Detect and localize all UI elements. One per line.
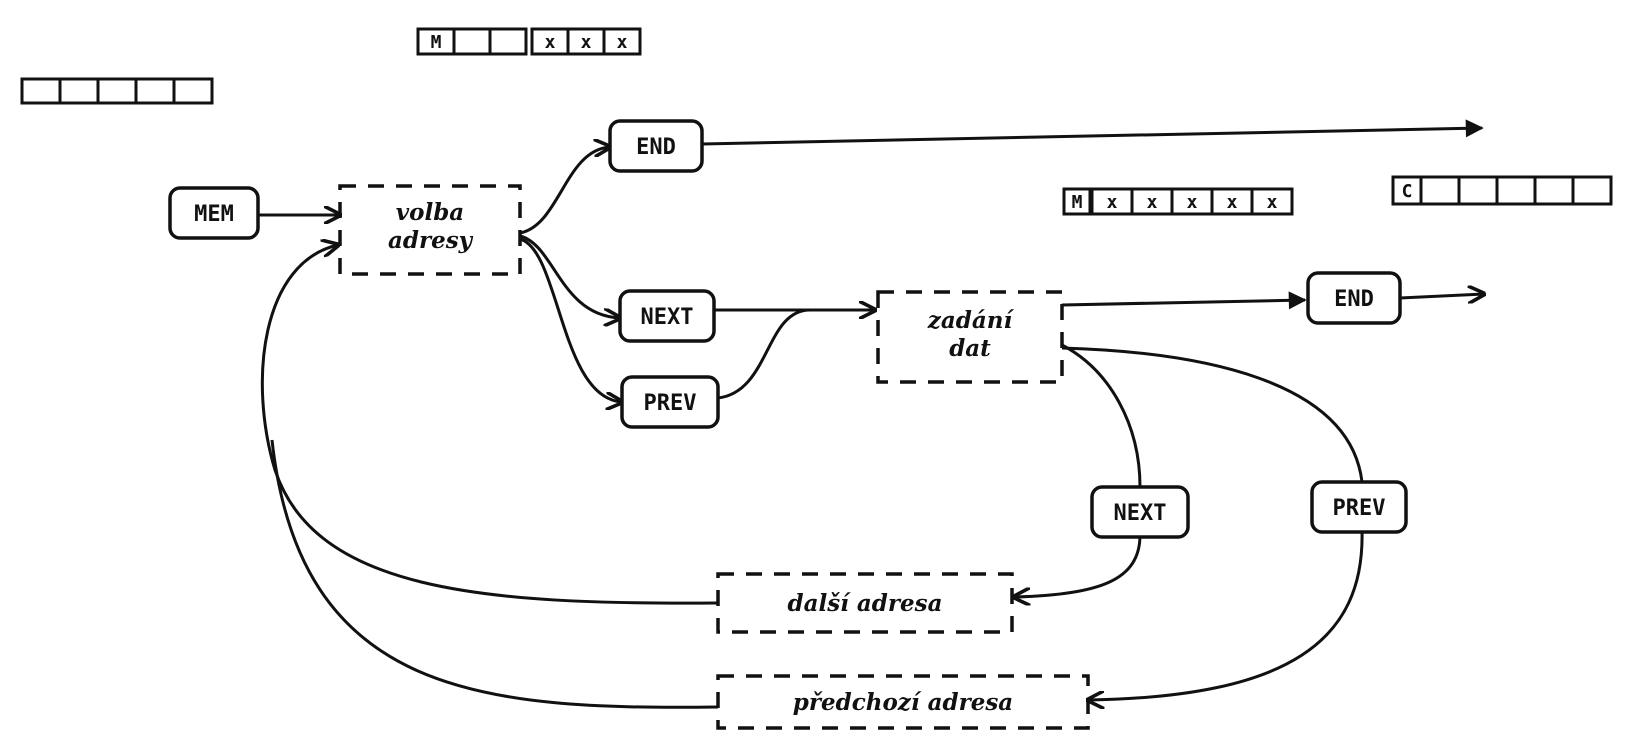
edge-volba-to-end-top <box>519 147 610 235</box>
display-mid-right-cell: M <box>1072 192 1083 213</box>
key-end-top-label: END <box>636 135 676 160</box>
display-mid-right-cell: x <box>1187 192 1198 213</box>
key-end-right-label: END <box>1334 287 1374 312</box>
key-next-left-label: NEXT <box>641 305 694 330</box>
process-address-select-line1: volba <box>396 199 464 226</box>
connectors <box>258 119 1484 709</box>
key-mem: MEM <box>168 186 260 240</box>
process-previous-address: předchozí adresa <box>716 674 1090 730</box>
key-mem-label: MEM <box>194 202 234 227</box>
display-mid-right-cell: x <box>1107 192 1118 213</box>
display-mid-right-cell: x <box>1227 192 1238 213</box>
display-mid-right-cell: x <box>1147 192 1158 213</box>
key-end-top: END <box>608 119 704 173</box>
display-mid-right: M x x x x x <box>1062 187 1294 216</box>
key-prev-left: PREV <box>620 375 720 429</box>
edge-prev-to-zadani <box>717 308 811 400</box>
edge-volba-to-prev <box>519 237 622 402</box>
display-top-center-cell: x <box>581 32 592 53</box>
process-next-address: další adresa <box>716 572 1014 634</box>
edge-predchozi-to-volba <box>270 439 719 709</box>
key-prev-right-label: PREV <box>1333 496 1386 521</box>
edge-dalsi-to-volba <box>260 245 719 605</box>
display-top-center-cell: x <box>617 32 628 53</box>
edge-zadani-to-next-right <box>1061 343 1142 488</box>
edge-zadani-to-prev-right <box>1061 346 1364 483</box>
key-prev-right: PREV <box>1310 480 1408 534</box>
display-top-center: M x x x <box>416 27 642 56</box>
key-next-right: NEXT <box>1090 485 1190 539</box>
display-far-right-cell: C <box>1402 181 1413 202</box>
display-top-center-cell: x <box>545 32 556 53</box>
process-address-select-line2: adresy <box>388 227 474 254</box>
edge-prev-right-to-predchozi <box>1088 529 1364 700</box>
process-data-entry: zadání dat <box>876 290 1064 384</box>
process-data-entry-line2: dat <box>949 335 991 362</box>
process-address-select: volba adresy <box>338 184 522 276</box>
edge-end-right-out <box>1399 294 1484 298</box>
key-next-left: NEXT <box>618 289 716 343</box>
edge-next-right-to-dalsi <box>1014 534 1142 597</box>
display-far-right: C <box>1391 175 1613 206</box>
edge-end-top-out <box>701 119 1484 146</box>
key-end-right: END <box>1306 271 1402 325</box>
process-previous-address-label: předchozí adresa <box>793 689 1013 716</box>
key-prev-left-label: PREV <box>644 391 697 416</box>
key-next-right-label: NEXT <box>1114 501 1167 526</box>
process-next-address-label: další adresa <box>787 590 942 617</box>
edge-zadani-to-end-right <box>1061 291 1307 310</box>
process-data-entry-line1: zadání <box>927 307 1015 334</box>
edge-volba-to-next <box>519 234 620 318</box>
display-mid-right-cell: x <box>1267 192 1278 213</box>
display-top-left <box>20 77 214 105</box>
display-top-center-cell: M <box>431 32 442 53</box>
